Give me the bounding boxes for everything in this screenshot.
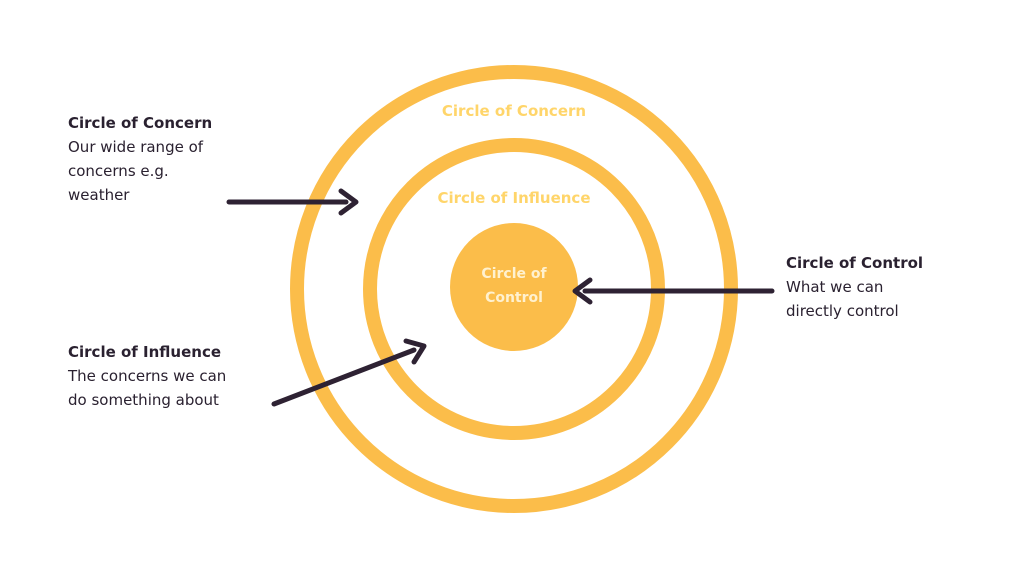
control-note-title: Circle of Control — [786, 254, 924, 272]
control-note-body: What we can directly control — [786, 278, 899, 320]
circle-of-control-core — [450, 223, 578, 351]
circle-of-influence-label: Circle of Influence — [437, 189, 590, 207]
concern-note: Circle of Concern Our wide range of conc… — [68, 111, 212, 207]
concern-note-title: Circle of Concern — [68, 114, 213, 132]
circle-of-control-label-line2: Control — [485, 290, 543, 306]
control-arrowhead — [572, 277, 593, 305]
influence-arrowhead — [403, 338, 427, 365]
influence-note: Circle of Influence The concerns we can … — [68, 340, 226, 412]
circle-of-concern-label: Circle of Concern — [442, 102, 586, 120]
concern-arrowhead — [338, 188, 359, 216]
influence-arrow — [271, 347, 417, 407]
concern-note-body: Our wide range of concerns e.g. weather — [68, 138, 204, 204]
influence-note-title: Circle of Influence — [68, 343, 222, 361]
circle-of-control-label-line1: Circle of — [481, 266, 547, 282]
control-note: Circle of Control What we can directly c… — [786, 251, 923, 323]
influence-note-body: The concerns we can do something about — [68, 367, 227, 409]
